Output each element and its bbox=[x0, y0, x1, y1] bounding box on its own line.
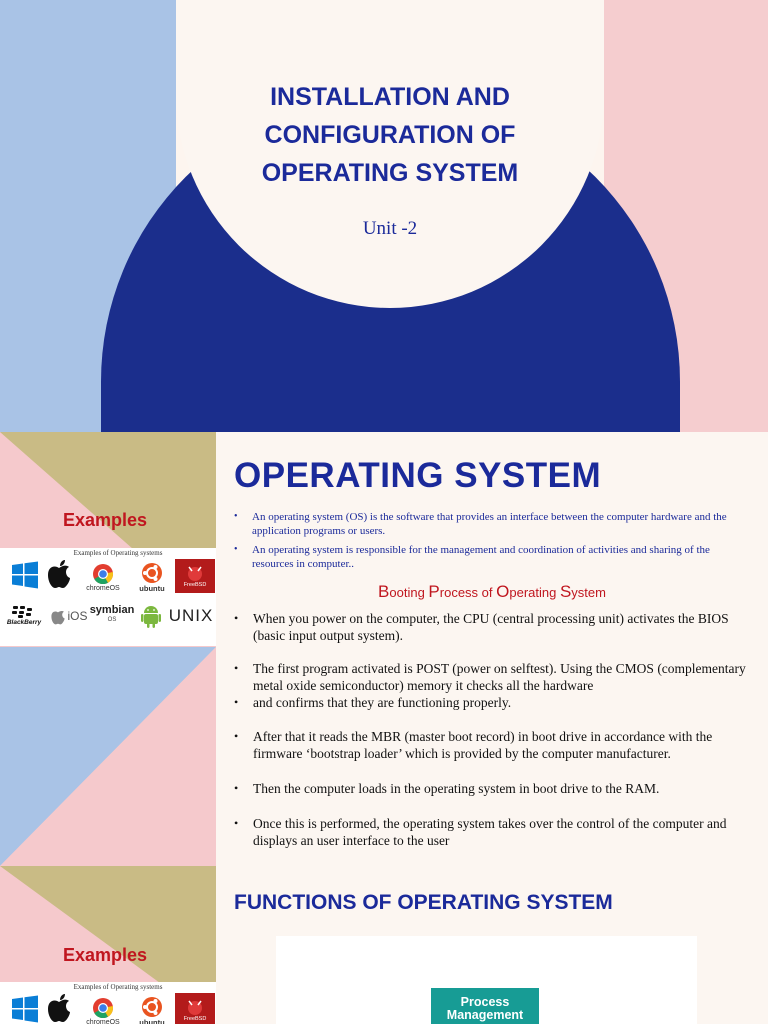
ubuntu-label: ubuntu bbox=[139, 1017, 165, 1024]
examples-label: Examples bbox=[62, 510, 148, 530]
heading-word: ooting bbox=[389, 585, 429, 600]
boot-steps-list: When you power on the computer, the CPU … bbox=[234, 610, 754, 849]
heading-initial: P bbox=[428, 582, 440, 601]
section-heading: OPERATING SYSTEM bbox=[234, 456, 602, 495]
intro-bullet: An operating system is responsible for t… bbox=[234, 543, 750, 571]
freebsd-logo-icon: FreeBSD bbox=[175, 559, 215, 593]
freebsd-label: FreeBSD bbox=[183, 1016, 207, 1022]
section-heading: FUNCTIONS OF OPERATING SYSTEM bbox=[234, 891, 613, 914]
os-logos-card: Examples of Operating systems chromeOS u… bbox=[0, 982, 216, 1024]
boot-step: The first program activated is POST (pow… bbox=[234, 660, 754, 694]
title-line: OPERATING SYSTEM bbox=[261, 159, 519, 187]
ios-label: iOS bbox=[67, 609, 88, 623]
symbian-logo-icon: symbian OS bbox=[89, 602, 135, 628]
process-box-line: Process bbox=[460, 995, 510, 1009]
heading-initial: S bbox=[559, 582, 572, 601]
process-box-line: Management bbox=[446, 1008, 524, 1022]
apple-logo-icon bbox=[44, 558, 74, 590]
windows-logo-icon bbox=[10, 560, 40, 590]
ubuntu-logo-icon: ubuntu bbox=[132, 558, 172, 596]
symbian-label: symbian bbox=[89, 604, 135, 616]
ubuntu-label: ubuntu bbox=[139, 583, 165, 593]
intro-bullet: An operating system (OS) is the software… bbox=[234, 510, 750, 538]
boot-step: and confirms that they are functioning p… bbox=[234, 694, 754, 711]
windows-logo-icon bbox=[10, 994, 40, 1024]
functions-slide: Examples Examples of Operating systems c… bbox=[0, 866, 768, 1024]
chromeos-label: chromeOS bbox=[86, 1018, 120, 1024]
ios-logo-icon: iOS bbox=[48, 604, 90, 628]
boot-process-heading: Booting Process of Operating System bbox=[216, 582, 768, 602]
boot-step: Then the computer loads in the operating… bbox=[234, 780, 754, 797]
heading-word: perating bbox=[509, 585, 560, 600]
os-card-caption: Examples of Operating systems bbox=[73, 983, 163, 991]
boot-step: After that it reads the MBR (master boot… bbox=[234, 728, 754, 762]
heading-initial: O bbox=[496, 582, 510, 601]
title-line: INSTALLATION AND bbox=[270, 83, 510, 111]
blackberry-label: BlackBerry bbox=[6, 618, 42, 626]
boot-step: When you power on the computer, the CPU … bbox=[234, 610, 754, 644]
blackberry-logo-icon: BlackBerry bbox=[4, 602, 44, 628]
slide-subtitle: Unit -2 bbox=[362, 218, 418, 239]
heading-initial: B bbox=[378, 582, 390, 601]
intro-bullets: An operating system (OS) is the software… bbox=[234, 510, 750, 576]
apple-logo-icon bbox=[44, 992, 74, 1024]
freebsd-label: FreeBSD bbox=[183, 582, 207, 588]
os-logos-card: Examples of Operating systems chromeOS u… bbox=[0, 548, 216, 646]
chromeos-logo-icon: chromeOS bbox=[80, 992, 126, 1024]
examples-panel: Examples Examples of Operating systems c… bbox=[0, 866, 216, 1024]
unix-logo-icon: UNIX bbox=[166, 602, 216, 630]
title-line: CONFIGURATION OF bbox=[264, 121, 516, 149]
symbian-os-label: OS bbox=[107, 617, 117, 623]
heading-word: ystem bbox=[571, 585, 606, 600]
heading-word: rocess of bbox=[439, 585, 497, 600]
examples-label: Examples bbox=[62, 945, 148, 965]
boot-step: Once this is performed, the operating sy… bbox=[234, 815, 754, 849]
android-logo-icon bbox=[138, 602, 164, 630]
panel-background bbox=[0, 432, 216, 866]
chromeos-logo-icon: chromeOS bbox=[80, 558, 126, 596]
freebsd-logo-icon: FreeBSD bbox=[175, 993, 215, 1024]
examples-panel: Examples Examples of Operating systems c… bbox=[0, 432, 216, 866]
ubuntu-logo-icon: ubuntu bbox=[132, 992, 172, 1024]
chromeos-label: chromeOS bbox=[86, 584, 120, 592]
operating-system-slide: Examples Examples of Operating systems c… bbox=[0, 432, 768, 866]
title-slide: INSTALLATION AND CONFIGURATION OF OPERAT… bbox=[0, 0, 768, 432]
slide-title: INSTALLATION AND CONFIGURATION OF OPERAT… bbox=[176, 78, 604, 192]
os-card-caption: Examples of Operating systems bbox=[73, 549, 163, 557]
unix-label: UNIX bbox=[168, 606, 214, 625]
process-management-box: Process Management bbox=[431, 988, 539, 1024]
